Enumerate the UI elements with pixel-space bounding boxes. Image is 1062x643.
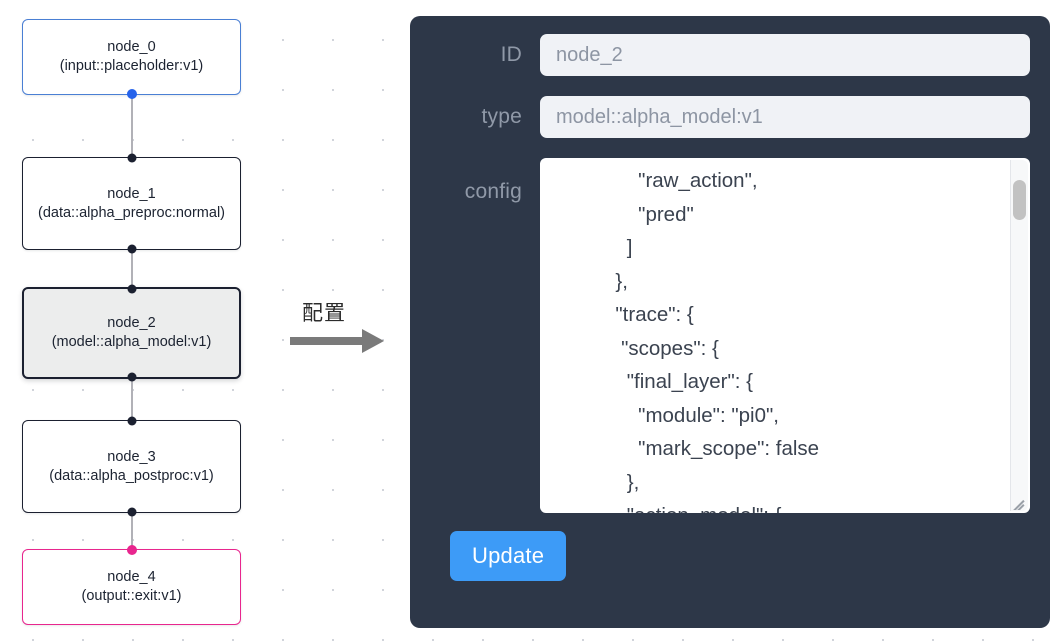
node-type-label: (model::alpha_model:v1)	[51, 334, 212, 350]
config-field-label: config	[464, 180, 522, 203]
config-scrollbar-thumb[interactable]	[1013, 180, 1026, 220]
id-input[interactable]	[540, 34, 1030, 76]
node-type-label: (output::exit:v1)	[81, 588, 182, 604]
node-inspector-panel: ID type config "raw_action", "pred" ] },…	[410, 16, 1050, 628]
flow-node-node_3[interactable]: node_3 (data::alpha_postproc:v1)	[22, 416, 241, 517]
id-field-label: ID	[500, 43, 522, 66]
node-handle-top-icon[interactable]	[127, 153, 136, 163]
flow-node-node_2[interactable]: node_2 (model::alpha_model:v1)	[22, 284, 241, 382]
node-handle-top-icon[interactable]	[127, 284, 136, 294]
annotation-arrow-group: 配置	[288, 297, 398, 359]
node-handle-top-icon[interactable]	[127, 416, 136, 426]
node-handle-top-icon[interactable]	[126, 545, 137, 555]
config-textarea-wrapper: "raw_action", "pred" ] }, "trace": { "sc…	[540, 158, 1030, 513]
node-type-label: (data::alpha_postproc:v1)	[49, 467, 214, 484]
node-type-label: (input::placeholder:v1)	[59, 58, 204, 74]
field-row-config: config "raw_action", "pred" ] }, "trace"…	[430, 158, 1030, 513]
field-row-id: ID	[430, 34, 1030, 76]
flow-node-node_4[interactable]: node_4 (output::exit:v1)	[22, 545, 241, 625]
node-id-label: node_2	[107, 315, 156, 331]
config-scrollbar[interactable]	[1010, 160, 1028, 511]
flow-node-node_0[interactable]: node_0 (input::placeholder:v1)	[22, 19, 241, 99]
field-row-type: type	[430, 96, 1030, 138]
flow-node-node_1[interactable]: node_1 (data::alpha_preproc:normal)	[22, 153, 241, 254]
edge-node3-node4	[131, 513, 133, 549]
type-field-label: type	[481, 105, 522, 128]
node-id-label: node_0	[107, 39, 156, 55]
node-handle-bottom-icon[interactable]	[127, 507, 136, 517]
type-input[interactable]	[540, 96, 1030, 138]
node-handle-bottom-icon[interactable]	[127, 244, 136, 254]
config-textarea[interactable]: "raw_action", "pred" ] }, "trace": { "sc…	[540, 158, 1030, 513]
arrow-head-icon	[362, 329, 384, 353]
resize-handle-icon[interactable]	[1011, 494, 1027, 510]
node-handle-bottom-icon[interactable]	[127, 372, 136, 382]
node-id-label: node_4	[107, 569, 156, 585]
edge-node1-node2	[131, 250, 133, 287]
update-button[interactable]: Update	[450, 531, 567, 581]
node-handle-bottom-icon[interactable]	[126, 89, 137, 99]
node-id-label: node_1	[107, 185, 156, 202]
node-type-label: (data::alpha_preproc:normal)	[38, 204, 225, 221]
edge-node2-node3	[131, 379, 133, 420]
edge-node0-node1	[131, 95, 133, 157]
node-id-label: node_3	[107, 448, 156, 465]
arrow-shaft-icon	[290, 337, 364, 345]
arrow-caption: 配置	[302, 301, 346, 325]
